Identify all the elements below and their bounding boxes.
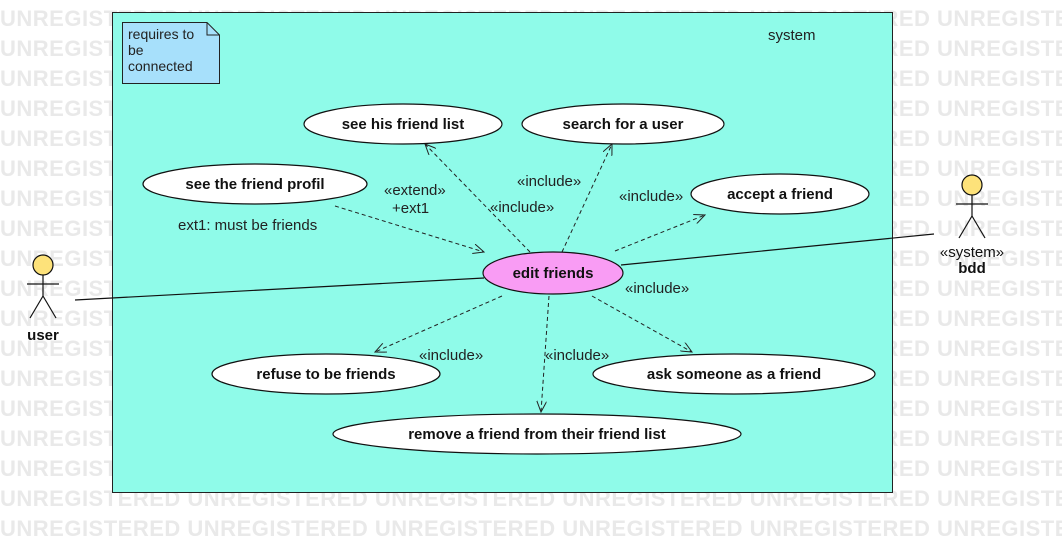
use-case-accept-friend[interactable]: accept a friend <box>727 185 833 203</box>
include-arrow-search-user <box>561 144 612 253</box>
use-case-edit-friends[interactable]: edit friends <box>512 264 594 282</box>
use-case-search-user[interactable]: search for a user <box>562 115 684 133</box>
include-label-search-user: «include» <box>517 173 582 190</box>
actor-bdd-figure <box>956 174 988 239</box>
include-label-see-friend-list: «include» <box>490 199 555 216</box>
use-case-refuse-friends-shape <box>211 353 441 395</box>
include-arrow-accept-friend <box>614 215 705 252</box>
use-case-see-friend-profil[interactable]: see the friend profil <box>185 175 325 193</box>
use-case-refuse-friends[interactable]: refuse to be friends <box>256 365 396 383</box>
extend-condition-label: ext1: must be friends <box>178 217 318 234</box>
include-label-refuse-friends: «include» <box>419 347 484 364</box>
include-arrow-refuse-friends <box>375 295 503 352</box>
extend-arrow-see-friend-profil <box>334 205 484 252</box>
watermark-line: UNREGISTERED UNREGISTERED UNREGISTERED U… <box>0 516 1062 541</box>
include-arrow-ask-friend <box>591 295 692 352</box>
include-label-ask-friend: «include» <box>625 280 690 297</box>
use-case-see-friend-list[interactable]: see his friend list <box>341 115 465 133</box>
include-label-accept-friend: «include» <box>619 188 684 205</box>
use-case-see-friend-profil-shape <box>142 163 368 205</box>
actor-user-figure <box>27 254 59 319</box>
use-case-ask-friend-shape <box>592 353 876 395</box>
extend-point-label: +ext1 <box>392 200 430 217</box>
note-text: requires to be connected <box>128 26 195 74</box>
actor-bdd-name: bdd <box>958 260 986 277</box>
use-case-remove-friend[interactable]: remove a friend from their friend list <box>408 425 666 443</box>
actor-user-name: user <box>27 327 59 344</box>
use-case-remove-friend-shape <box>332 413 742 455</box>
use-case-edit-friends-shape <box>482 251 624 295</box>
association-bdd-edit-friends <box>620 233 935 266</box>
use-case-see-friend-list-shape <box>303 103 503 145</box>
system-boundary-title: system <box>768 27 816 44</box>
actor-bdd-stereotype: «system» <box>939 244 1005 261</box>
use-case-accept-friend-shape <box>690 173 870 215</box>
include-arrow-remove-friend <box>541 295 550 412</box>
extend-label: «extend» <box>384 182 446 199</box>
note[interactable]: requires to be connected <box>122 22 220 84</box>
association-user-edit-friends <box>74 277 485 301</box>
use-case-search-user-shape <box>521 103 725 145</box>
use-case-ask-friend[interactable]: ask someone as a friend <box>646 365 822 383</box>
note-shape <box>122 22 220 84</box>
include-label-remove-friend: «include» <box>545 347 610 364</box>
system-boundary[interactable] <box>112 12 893 493</box>
